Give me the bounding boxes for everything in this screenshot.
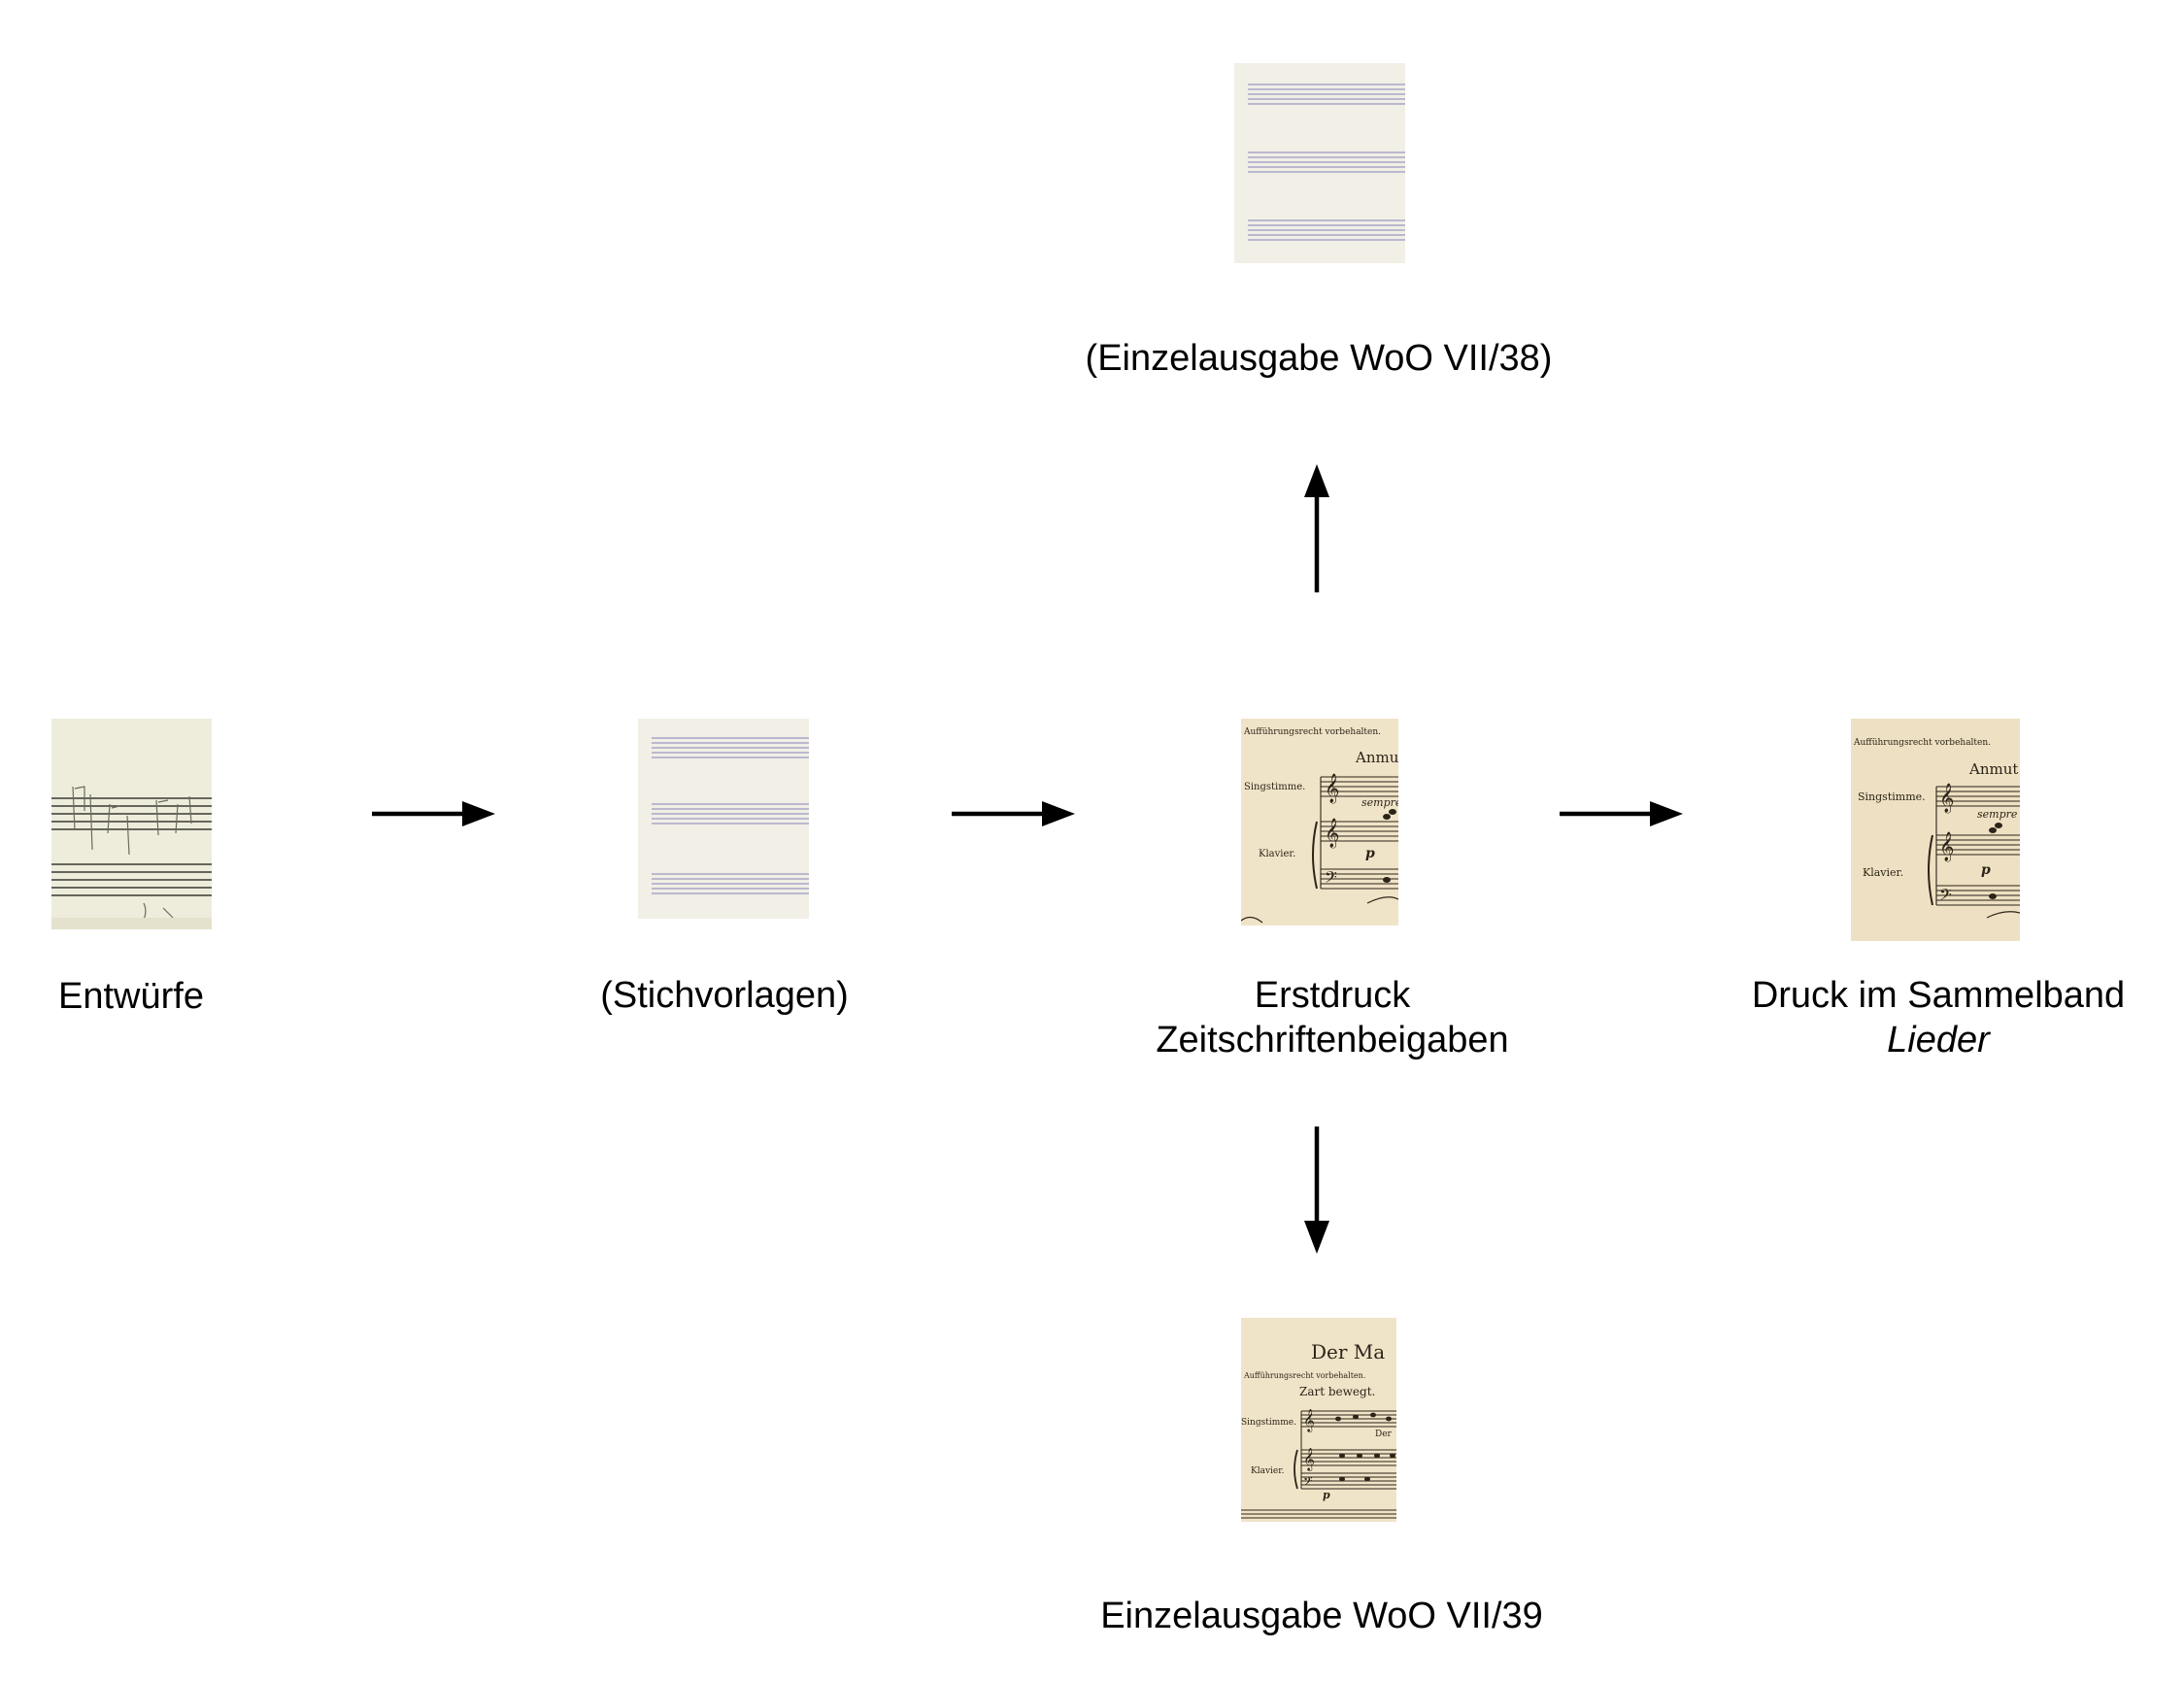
score-tempo-text: Zart bewegt. [1299, 1385, 1375, 1398]
arrow-erstdruck-to-sammelband [1560, 801, 1683, 826]
score-voice-label: Singstimme. [1858, 791, 1926, 803]
svg-text:𝄞: 𝄞 [1325, 818, 1339, 849]
score-header-text: Aufführungsrecht vorbehalten. [1853, 738, 1991, 748]
score-dynamic-text: p [1323, 1489, 1330, 1501]
svg-text:𝄞: 𝄞 [1939, 831, 1954, 862]
blank-staff-paper-thumbnail[interactable] [1234, 63, 1405, 263]
arrow-stichvorlagen-to-erstdruck [952, 801, 1075, 826]
svg-text:𝄞: 𝄞 [1303, 1408, 1315, 1432]
svg-text:𝄢: 𝄢 [1939, 885, 1952, 908]
node-label-woo39: Einzelausgabe WoO VII/39 [1100, 1596, 1543, 1636]
score-piano-label: Klavier. [1259, 849, 1295, 859]
svg-text:𝄞: 𝄞 [1325, 773, 1339, 804]
score-header-text: Aufführungsrecht vorbehalten. [1243, 1371, 1365, 1380]
svg-text:𝄢: 𝄢 [1325, 867, 1337, 891]
arrow-erstdruck-to-woo38 [1304, 464, 1329, 592]
printed-score-thumbnail[interactable]: Aufführungsrecht vorbehalten. Anmut Sing… [1851, 719, 2020, 941]
node-label-woo38: (Einzelausgabe WoO VII/38) [1085, 338, 1553, 379]
node-label-stichvorlagen: (Stichvorlagen) [600, 975, 849, 1016]
score-expression-text: sempre [1977, 808, 2018, 821]
sketch-manuscript-thumbnail[interactable] [51, 719, 212, 929]
svg-text:𝄞: 𝄞 [1303, 1447, 1315, 1471]
arrow-entwuerfe-to-stichvorlagen [372, 801, 495, 826]
score-tempo-text: Anmut [1968, 760, 2018, 778]
printed-score-thumbnail[interactable]: Der Ma Aufführungsrecht vorbehalten. Zar… [1241, 1318, 1396, 1522]
score-dynamic-text: p [1981, 862, 1991, 878]
arrow-erstdruck-to-woo39 [1304, 1127, 1329, 1254]
blank-staff-paper-thumbnail[interactable] [638, 719, 809, 919]
score-voice-label: Singstimme. [1244, 782, 1305, 792]
score-lyric-text: Der [1375, 1430, 1393, 1439]
score-expression-text: sempre [1361, 796, 1398, 809]
node-label-sammelband: Druck im Sammelband Lieder [1751, 975, 2126, 1060]
score-voice-label: Singstimme. [1241, 1418, 1296, 1428]
score-dynamic-text: p [1365, 846, 1375, 861]
svg-text:𝄢: 𝄢 [1303, 1474, 1313, 1492]
score-title-text: Der Ma [1311, 1340, 1385, 1363]
score-tempo-text: Anmut [1355, 749, 1398, 766]
svg-text:𝄞: 𝄞 [1939, 783, 1954, 814]
node-label-entwuerfe: Entwürfe [58, 976, 204, 1017]
score-header-text: Aufführungsrecht vorbehalten. [1243, 727, 1381, 737]
node-label-erstdruck: Erstdruck Zeitschriftenbeigaben [1156, 975, 1509, 1060]
printed-score-thumbnail[interactable]: Aufführungsrecht vorbehalten. Anmut Sing… [1241, 719, 1398, 925]
score-piano-label: Klavier. [1251, 1466, 1285, 1476]
score-piano-label: Klavier. [1863, 866, 1903, 879]
